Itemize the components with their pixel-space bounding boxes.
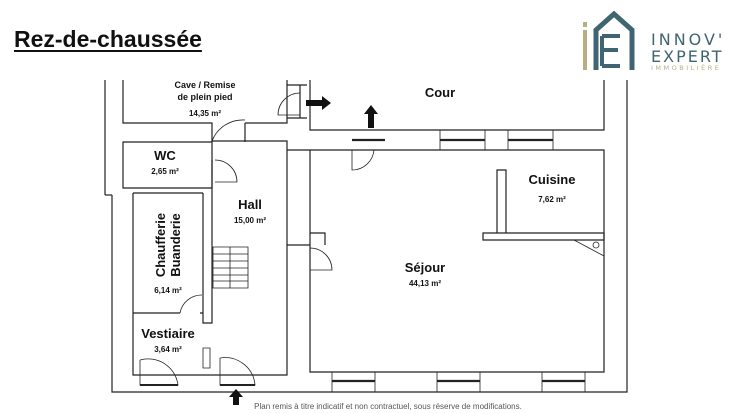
logo-line1: INNOV' <box>651 30 726 49</box>
cave-name-line1: Cave / Remise <box>174 80 236 90</box>
logo-icon <box>583 10 635 70</box>
sejour-name: Séjour <box>404 260 446 275</box>
cuisine-name: Cuisine <box>528 172 576 187</box>
room-cave: Cave / Remise de plein pied 14,35 m² <box>150 80 260 118</box>
chaufferie-name-line1: Chaufferie <box>153 212 168 278</box>
hall-area: 15,00 m² <box>233 216 267 225</box>
cuisine-area: 7,62 m² <box>538 195 566 204</box>
arrow-icons <box>229 96 378 405</box>
hall-name: Hall <box>238 197 262 212</box>
room-cour: Cour <box>424 85 456 100</box>
room-hall: Hall 15,00 m² <box>215 197 285 225</box>
room-vestiaire: Vestiaire 3,64 m² <box>133 326 203 354</box>
disclaimer-footer: Plan remis à titre indicatif et non cont… <box>254 402 522 411</box>
chaufferie-name-line2: Buanderie <box>168 213 183 277</box>
vestiaire-area: 3,64 m² <box>154 345 182 354</box>
vestiaire-name: Vestiaire <box>141 326 195 341</box>
sejour-area: 44,13 m² <box>408 279 442 288</box>
logo-line2: EXPERT <box>651 47 724 66</box>
wc-name: WC <box>154 148 176 163</box>
room-cuisine: Cuisine 7,62 m² <box>512 172 592 204</box>
room-wc: WC 2,65 m² <box>130 148 200 176</box>
page-title: Rez-de-chaussée <box>14 26 202 52</box>
cave-area: 14,35 m² <box>188 109 222 118</box>
wc-area: 2,65 m² <box>151 167 179 176</box>
logo-line3: IMMOBILIÈRE <box>651 64 722 72</box>
room-chaufferie: Chaufferie Buanderie <box>133 200 203 280</box>
room-sejour: Séjour 44,13 m² <box>385 260 465 288</box>
chaufferie-area: 6,14 m² <box>154 286 182 295</box>
cave-name-line2: de plein pied <box>177 92 233 102</box>
